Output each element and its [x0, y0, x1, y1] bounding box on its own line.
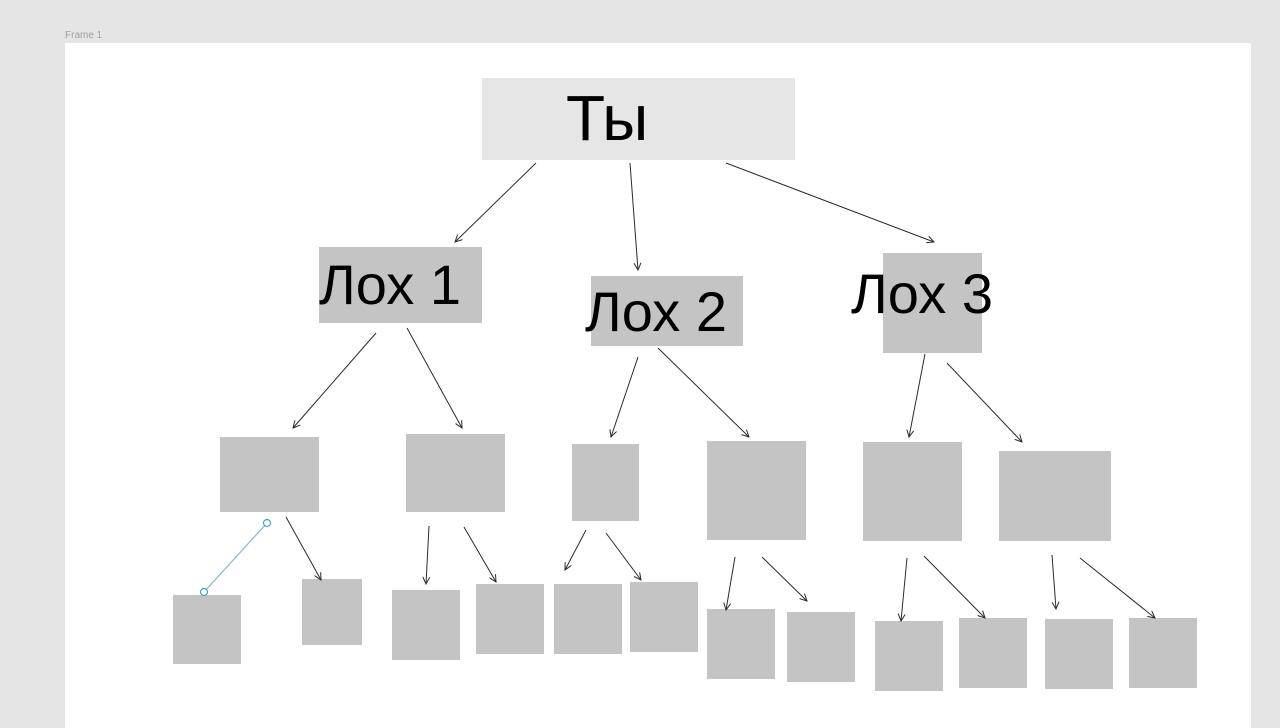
grandchild-node-3b[interactable]: [999, 451, 1111, 541]
frame-label[interactable]: Frame 1: [65, 30, 103, 41]
child-node-2[interactable]: [591, 276, 743, 346]
leaf-node-11[interactable]: [1045, 619, 1113, 689]
grandchild-node-1a[interactable]: [220, 437, 319, 512]
child-node-1[interactable]: [319, 247, 482, 323]
grandchild-node-1b[interactable]: [406, 434, 505, 512]
root-node-label: Ты: [566, 82, 649, 154]
leaf-node-7[interactable]: [707, 609, 775, 679]
leaf-node-1[interactable]: [173, 595, 241, 664]
leaf-node-12[interactable]: [1129, 618, 1197, 688]
child-node-3-label: Лох 3: [851, 262, 993, 325]
root-node[interactable]: [482, 78, 795, 160]
child-node-2-label: Лох 2: [585, 280, 727, 343]
leaf-node-3[interactable]: [392, 590, 460, 660]
leaf-node-8[interactable]: [787, 612, 855, 682]
grandchild-node-2a[interactable]: [572, 444, 639, 521]
leaf-node-6[interactable]: [630, 582, 698, 652]
child-node-3[interactable]: [883, 253, 982, 353]
leaf-node-4[interactable]: [476, 584, 544, 654]
leaf-node-5[interactable]: [554, 584, 622, 654]
leaf-node-10[interactable]: [959, 618, 1027, 688]
leaf-node-2[interactable]: [302, 579, 362, 645]
grandchild-node-3a[interactable]: [863, 442, 962, 541]
leaf-node-9[interactable]: [875, 621, 943, 691]
child-node-1-label: Лох 1: [319, 253, 461, 316]
grandchild-node-2b[interactable]: [707, 441, 806, 540]
